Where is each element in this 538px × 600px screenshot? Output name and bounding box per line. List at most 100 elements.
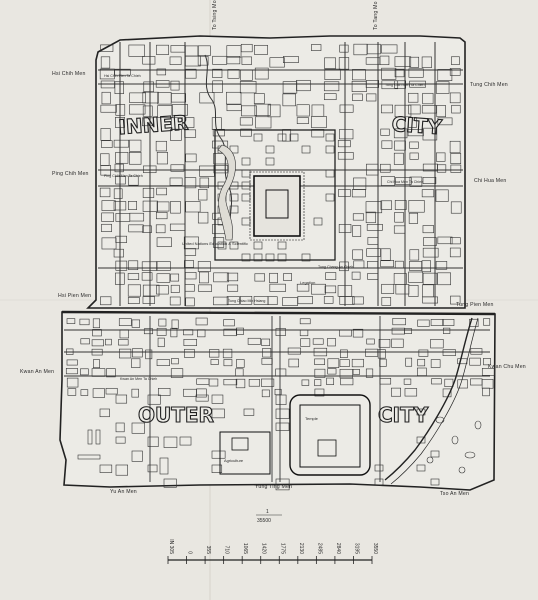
city-block bbox=[170, 327, 178, 338]
city-block bbox=[393, 152, 404, 165]
city-block bbox=[157, 337, 165, 348]
city-block bbox=[211, 394, 224, 404]
city-block bbox=[170, 80, 180, 91]
city-block bbox=[288, 358, 299, 368]
city-block bbox=[324, 57, 336, 69]
city-block bbox=[365, 211, 376, 224]
city-block bbox=[482, 387, 490, 397]
city-block bbox=[171, 104, 188, 116]
city-block bbox=[409, 249, 420, 261]
city-block bbox=[437, 117, 453, 126]
city-block bbox=[100, 128, 111, 141]
city-block bbox=[66, 377, 79, 388]
city-block bbox=[379, 377, 392, 385]
city-block bbox=[421, 189, 435, 198]
city-block bbox=[381, 80, 399, 90]
city-block bbox=[395, 177, 412, 185]
temple-of-agriculture bbox=[219, 431, 271, 475]
gate-label-yu-an-men: Yu An Men bbox=[110, 489, 137, 495]
city-block bbox=[129, 152, 142, 165]
city-block bbox=[240, 43, 253, 53]
city-block bbox=[391, 338, 404, 348]
city-block bbox=[241, 217, 251, 226]
city-block bbox=[409, 152, 419, 160]
city-block bbox=[113, 188, 123, 199]
city-block bbox=[247, 337, 261, 345]
city-block bbox=[128, 260, 139, 271]
city-block bbox=[339, 329, 352, 337]
city-block bbox=[241, 253, 251, 262]
city-block bbox=[296, 117, 309, 124]
city-block bbox=[409, 80, 426, 88]
city-block bbox=[92, 388, 105, 398]
city-block bbox=[131, 450, 143, 462]
city-block bbox=[366, 248, 381, 257]
city-block bbox=[91, 368, 106, 377]
city-block bbox=[444, 378, 454, 387]
city-block bbox=[226, 296, 240, 305]
scale-tick-label: 1420 bbox=[261, 543, 267, 554]
city-block bbox=[184, 284, 195, 292]
gate-label-hsi-pien-men: Hsi Pien Men bbox=[58, 293, 91, 299]
city-block bbox=[100, 104, 117, 113]
city-block bbox=[100, 56, 111, 69]
city-block bbox=[170, 273, 180, 282]
city-block bbox=[156, 285, 169, 295]
scale-numerator: 1 bbox=[266, 509, 269, 515]
city-block bbox=[184, 348, 195, 358]
city-block bbox=[195, 394, 209, 402]
city-block bbox=[129, 104, 146, 115]
city-block bbox=[115, 117, 125, 128]
city-block bbox=[143, 81, 154, 92]
city-block bbox=[351, 80, 367, 92]
city-block bbox=[381, 140, 393, 149]
city-block bbox=[195, 317, 208, 326]
city-block bbox=[422, 247, 439, 258]
city-block bbox=[374, 478, 384, 486]
city-block bbox=[92, 329, 102, 337]
city-block bbox=[421, 260, 431, 273]
agriculture-inner bbox=[231, 437, 249, 451]
city-block bbox=[101, 140, 113, 148]
city-block bbox=[99, 68, 115, 80]
city-block bbox=[378, 339, 391, 348]
gate-label-to-tsing-mo: To Tsing Mo bbox=[212, 0, 218, 30]
city-block bbox=[169, 177, 183, 186]
city-block bbox=[241, 169, 251, 178]
city-block bbox=[380, 248, 391, 262]
gate-label-chi-hua-men: Chi Hua Men bbox=[474, 178, 506, 184]
city-block bbox=[127, 273, 140, 280]
city-block bbox=[326, 377, 335, 385]
city-block bbox=[155, 211, 168, 220]
city-block bbox=[119, 348, 132, 359]
city-block bbox=[197, 261, 211, 272]
gate-label-kwan-chu-men: Kwan Chu Men bbox=[488, 364, 526, 370]
city-block bbox=[223, 328, 238, 337]
outer-canal bbox=[384, 317, 473, 481]
city-block bbox=[156, 359, 170, 366]
city-block bbox=[408, 104, 421, 115]
city-block bbox=[327, 358, 340, 368]
city-block bbox=[101, 91, 111, 105]
scale-tick-label: 1775 bbox=[279, 543, 285, 554]
city-block bbox=[115, 422, 125, 433]
inner-city-label-left: INNER bbox=[118, 110, 189, 139]
city-block bbox=[100, 44, 114, 52]
city-block bbox=[156, 44, 169, 55]
inner-street-grid bbox=[98, 42, 463, 307]
city-block bbox=[277, 253, 287, 262]
city-block bbox=[409, 56, 420, 68]
city-block bbox=[416, 367, 427, 376]
city-block bbox=[79, 318, 90, 326]
scale-tick-label: 3195 bbox=[353, 543, 359, 554]
city-block bbox=[450, 164, 462, 173]
city-block bbox=[435, 81, 450, 94]
city-block bbox=[339, 129, 354, 140]
city-block bbox=[99, 187, 111, 198]
city-block bbox=[437, 164, 447, 173]
city-block bbox=[226, 272, 239, 282]
city-block bbox=[115, 175, 126, 185]
city-block bbox=[243, 408, 255, 416]
